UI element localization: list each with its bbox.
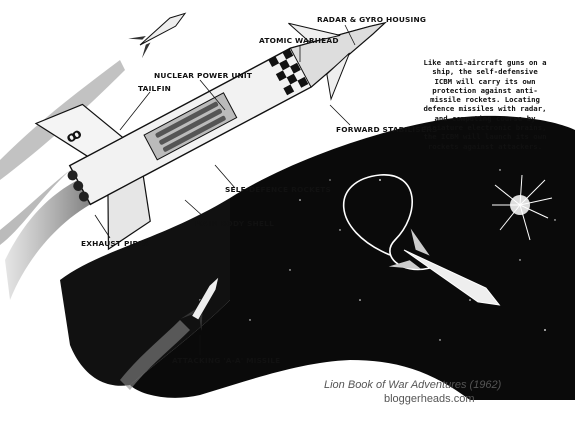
exhaust-pipes <box>67 170 89 202</box>
label-main-body-shell: MAIN BODY SHELL <box>195 219 274 228</box>
checker-band <box>268 48 309 96</box>
space-background <box>130 115 575 401</box>
label-nuclear-power-unit: NUCLEAR POWER UNIT <box>154 71 253 80</box>
main-missile: ꝏ <box>34 21 388 251</box>
tailfin <box>34 103 124 157</box>
credit-source: Lion Book of War Adventures (1962) <box>324 379 502 391</box>
label-tailfin: TAILFIN <box>138 84 172 93</box>
icbm-lower-right <box>388 228 501 306</box>
caption-text: Like anti-aircraft guns on a ship, the s… <box>423 58 547 151</box>
space-lower-background <box>60 198 230 386</box>
lower-tailfin <box>107 175 151 251</box>
label-attacking-missile: ATTACKING 'A-A' MISSILE <box>172 356 281 365</box>
credit-site: bloggerheads.com <box>384 393 475 405</box>
label-atomic-warhead: ATOMIC WARHEAD <box>259 36 339 45</box>
atomic-warhead <box>289 22 387 88</box>
label-exhaust-pipes: EXHAUST PIPES <box>81 239 149 248</box>
label-forward-stabilisers: FORWARD STABILISERS <box>336 125 438 134</box>
leader-lines <box>94 24 356 355</box>
main-missile-exhaust <box>0 170 70 245</box>
label-radar-gyro-housing: RADAR & GYRO HOUSING <box>317 15 427 24</box>
explosion <box>492 174 553 241</box>
attacking-missile <box>180 274 220 331</box>
tailfin-emblem: ꝏ <box>63 125 84 146</box>
small-missile <box>128 12 187 59</box>
main-missile-trail <box>5 170 110 300</box>
attacking-missile-trail <box>120 320 190 390</box>
label-self-defence-rockets: SELF-DEFENCE ROCKETS <box>225 185 332 194</box>
missile-loop-trail <box>342 174 431 271</box>
stars <box>199 169 556 341</box>
forward-stabilisers <box>288 22 351 101</box>
self-defence-rockets <box>155 101 226 152</box>
